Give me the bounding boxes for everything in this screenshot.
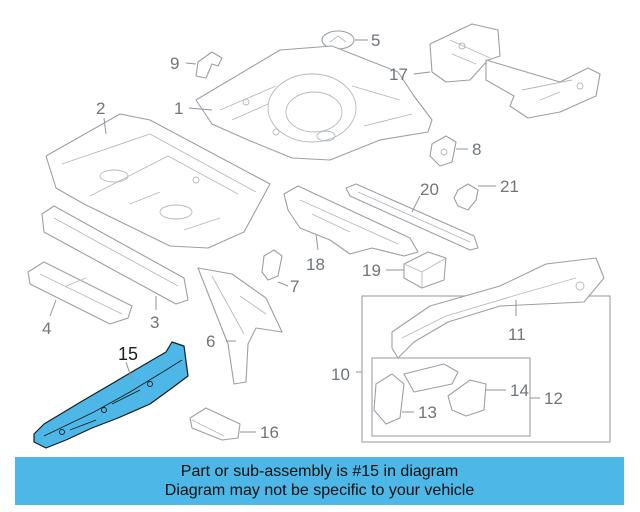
part-21-bracket: [453, 183, 496, 211]
callout-19: 19: [362, 261, 381, 280]
callout-3: 3: [150, 313, 159, 332]
part-15-highlighted: [33, 341, 189, 449]
part-8-plate: [429, 135, 468, 167]
callout-6: 6: [206, 332, 215, 351]
callout-15: 15: [118, 344, 138, 364]
part-5-plug: [321, 30, 368, 50]
info-banner: Part or sub-assembly is #15 in diagram D…: [15, 457, 624, 505]
callout-12: 12: [544, 389, 563, 408]
part-3-sill: [41, 205, 189, 310]
part-4-rail: [27, 261, 133, 325]
callout-8: 8: [472, 140, 481, 159]
callout-20: 20: [420, 180, 439, 199]
part-2-front-floor-pan: [45, 113, 271, 249]
banner-line-2: Diagram may not be specific to your vehi…: [164, 482, 475, 499]
part-19-bracket: [386, 251, 447, 289]
callout-5: 5: [371, 31, 380, 50]
callout-18: 18: [306, 255, 325, 274]
part-20-rail: [345, 183, 479, 251]
callout-11: 11: [508, 325, 526, 344]
callout-1: 1: [174, 99, 183, 118]
callout-4: 4: [42, 319, 51, 338]
callout-14: 14: [510, 381, 529, 400]
callout-16: 16: [260, 423, 279, 442]
part-1-rear-floor-pan: [188, 45, 433, 161]
part-9-bracket: [185, 51, 223, 79]
callout-10: 10: [331, 365, 350, 384]
subassembly-box-10: [356, 257, 611, 443]
callout-2: 2: [96, 99, 105, 118]
banner-line-1: Part or sub-assembly is #15 in diagram: [180, 463, 459, 480]
part-16-bracket: [189, 407, 256, 441]
part-7-bracket: [261, 249, 289, 287]
callout-7: 7: [290, 277, 299, 296]
parts-diagram: 5 9 1 17 2: [27, 23, 611, 449]
callout-21: 21: [500, 177, 519, 196]
callout-17: 17: [389, 65, 408, 84]
part-17-rear-crossmember: [413, 23, 601, 119]
callout-13: 13: [418, 403, 437, 422]
part-18-side-member: [283, 185, 419, 257]
part-6-pillar: [197, 267, 283, 385]
callout-9: 9: [170, 54, 179, 73]
